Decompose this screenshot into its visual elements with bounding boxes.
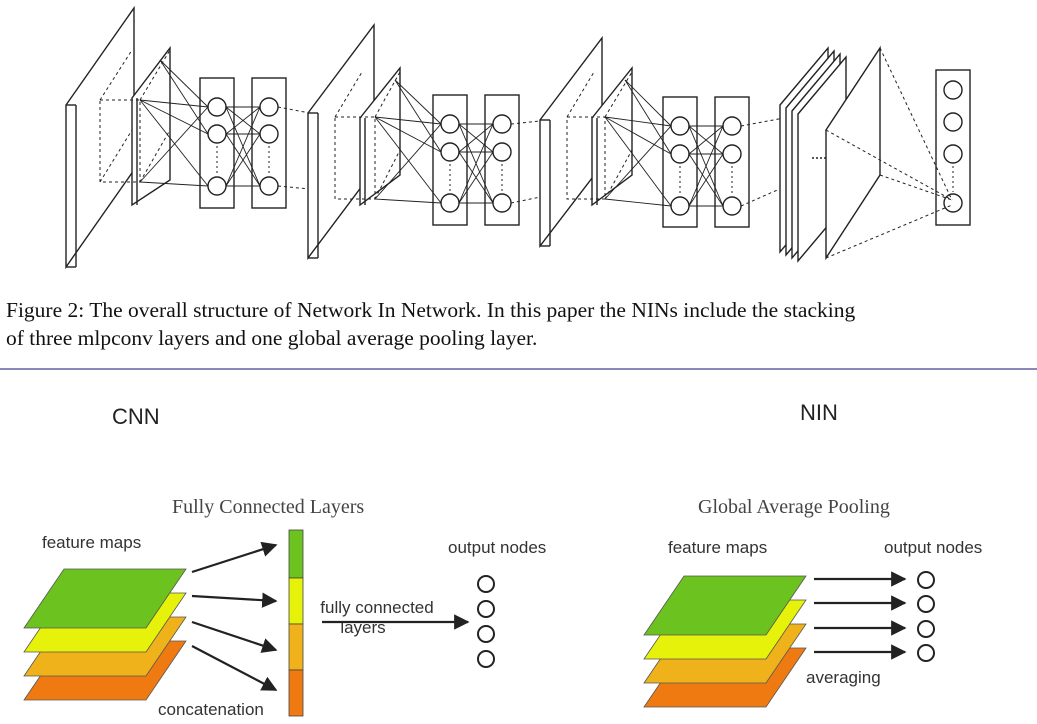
cnn-title: CNN [112,404,160,429]
nin-feature-map-4 [643,647,807,708]
cnn-feature-map-4 [23,640,187,701]
nin-feature-map-2 [643,599,807,660]
concat-segment-4 [288,669,304,717]
cnn-feature-map-2 [23,592,187,653]
mlp-layer [251,77,287,209]
caption-line-1: Figure 2: The overall structure of Netwo… [6,298,856,322]
cnn-arrow-4 [191,645,278,691]
global-average-pooling-heading: Global Average Pooling [698,496,890,518]
concatenation-label: concatenation [158,700,264,719]
nin-output-node [917,571,935,589]
nin-output-node [917,644,935,662]
fully-connected-heading: Fully Connected Layers [172,496,365,518]
feature-plane [359,66,401,207]
feature-plane [591,66,633,207]
mlp-layer [714,96,750,228]
mlp-layer [662,96,698,228]
nin-title: NIN [800,400,838,425]
cnn-output-nodes-label: output nodes [448,538,547,557]
mlpconv-block-2 [307,22,551,261]
caption-line-2: of three mlpconv layers and one global a… [6,326,538,350]
cnn-arrow-2 [191,592,278,608]
nin-feature-maps-label: feature maps [668,538,768,557]
cnn-feature-map-3 [23,616,187,677]
cnn-output-nodes [477,575,495,668]
nin-architecture-diagram [65,5,971,270]
feature-plane [131,45,171,207]
cnn-arrow-3 [191,620,278,653]
cnn-feature-map-1 [23,568,187,629]
cnn-output-node [477,625,495,643]
output-layer [935,69,971,226]
cnn-arrow-1 [191,541,278,574]
global-average-pooling-stack [779,45,971,263]
fully-connected-label-line-2: layers [340,618,386,637]
cnn-output-node [477,600,495,618]
concat-segment-1 [288,529,304,579]
mlp-layer [432,94,468,226]
mlpconv-block-3 [539,35,801,249]
cnn-feature-maps [23,568,187,701]
cnn-output-node [477,575,495,593]
mlpconv-block-1 [65,5,321,270]
nin-feature-maps [643,575,807,708]
fully-connected-label-line-1: fully connected [320,598,434,617]
figure-caption: Figure 2: The overall structure of Netwo… [6,296,1036,352]
cnn-feature-maps-label: feature maps [42,533,142,552]
section-divider [0,368,1037,370]
fully-connected-label: fully connected layers [314,598,452,638]
nin-output-node [917,595,935,613]
nin-feature-map-1 [643,575,807,636]
nin-output-nodes [917,571,935,662]
nin-output-nodes-label: output nodes [884,538,983,557]
cnn-output-node [477,650,495,668]
nin-output-node [917,620,935,638]
mlp-layer [484,94,520,226]
mlp-layer [199,77,235,209]
nin-feature-map-3 [643,623,807,684]
averaging-label: averaging [806,668,881,687]
